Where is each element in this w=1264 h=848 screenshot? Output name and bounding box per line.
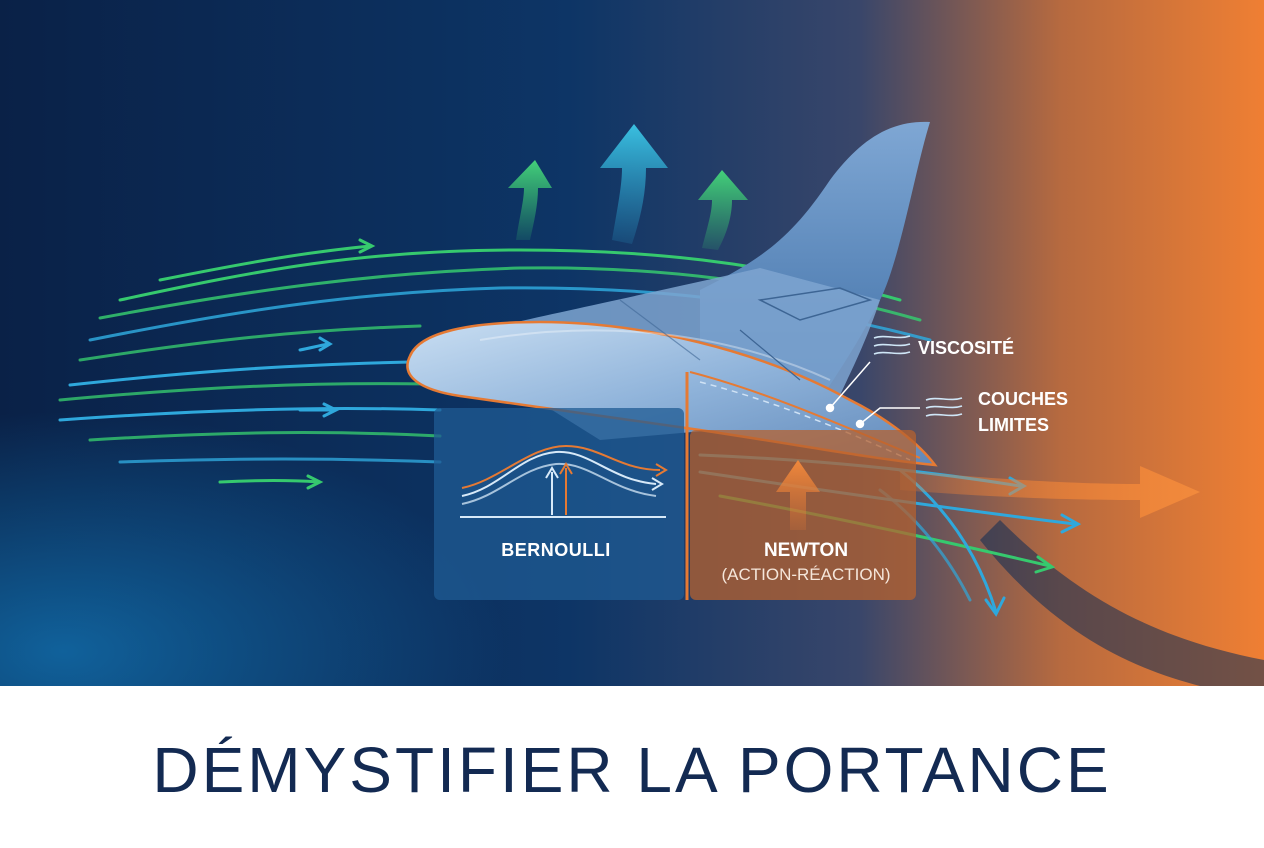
boundary-layer-label-line1: COUCHES [978,389,1068,409]
page-title: DÉMYSTIFIER LA PORTANCE [152,734,1112,806]
title-band: DÉMYSTIFIER LA PORTANCE [0,686,1264,848]
wake-arrow [900,466,1200,518]
wind-icon [925,397,963,417]
wing [406,121,938,467]
newton-panel: NEWTON (ACTION-RÉACTION) [685,372,916,600]
callouts [825,361,920,429]
boundary-layer-label-line2: LIMITES [978,415,1049,435]
viscosity-label: VISCOSITÉ [918,337,1014,358]
wind-icon [873,335,911,355]
newton-label: NEWTON [764,540,848,561]
up-arrow-icon [508,160,552,240]
up-arrow-icon [600,124,668,244]
wave-chart-icon [460,444,668,518]
lift-illustration: BERNOULLI NEWTON (ACTION-RÉACTION) VISCO… [0,0,1264,686]
up-arrow-icon [698,170,748,250]
bernoulli-label: BERNOULLI [501,540,611,560]
newton-sublabel: (ACTION-RÉACTION) [721,565,890,584]
bernoulli-panel: BERNOULLI [434,408,684,600]
up-arrow-icon [776,460,820,530]
lift-arrows [508,124,748,250]
